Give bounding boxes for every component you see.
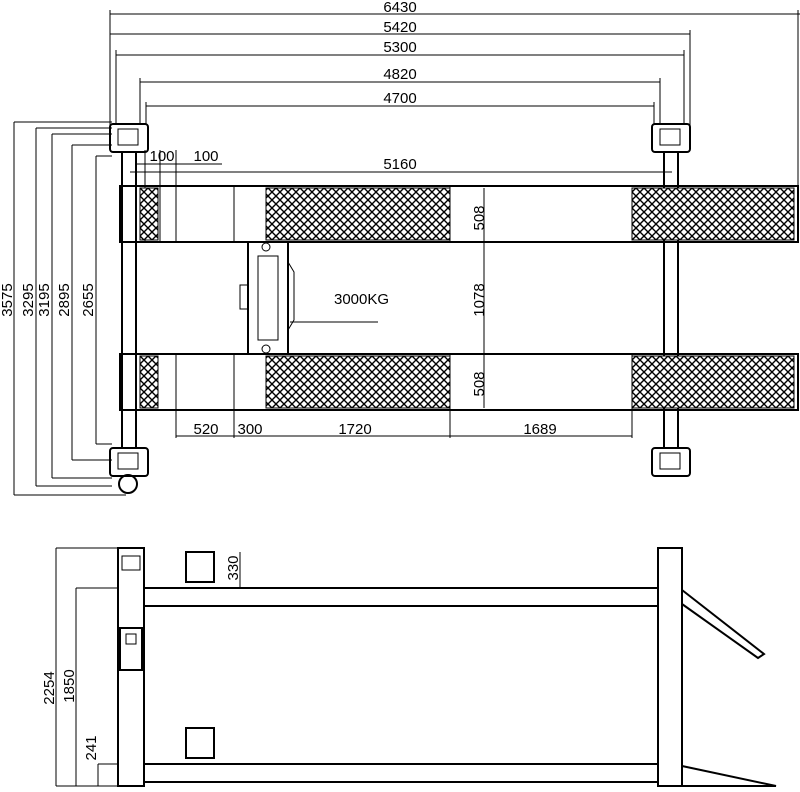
dim-330: 330 (225, 555, 242, 580)
left-dimension-lines (13, 121, 126, 496)
dim-5160: 5160 (383, 156, 416, 173)
load-capacity-label: 3000KG (334, 291, 389, 308)
cross-beams (121, 151, 679, 449)
dim-4700: 4700 (383, 90, 416, 107)
runway-bottom (119, 353, 799, 438)
dim-1850: 1850 (61, 669, 78, 702)
dim-1720: 1720 (338, 421, 371, 438)
side-view: 330 2254 1850 241 (41, 547, 777, 787)
dim-520: 520 (193, 421, 218, 438)
dim-6430: 6430 (383, 0, 416, 16)
dim-2895: 2895 (56, 283, 73, 316)
dim-4820: 4820 (383, 66, 416, 83)
ramp (681, 589, 777, 787)
lower-platform (144, 727, 658, 783)
upper-platform (144, 551, 658, 607)
dim-2655: 2655 (80, 283, 97, 316)
dim-5420: 5420 (383, 19, 416, 36)
dim-100-a: 100 (149, 148, 174, 165)
dim-508-top: 508 (471, 205, 488, 230)
dim-3195: 3195 (36, 283, 53, 316)
jack-unit (239, 241, 378, 355)
dim-1689: 1689 (523, 421, 556, 438)
dim-1078: 1078 (471, 283, 488, 316)
dim-241: 241 (83, 735, 100, 760)
side-dimension-lines (55, 547, 241, 787)
dim-3575: 3575 (0, 283, 16, 316)
top-view: 6430 5420 5300 4820 4700 5160 100 100 35… (0, 0, 800, 496)
dim-3295: 3295 (20, 283, 37, 316)
dim-508-bottom: 508 (471, 371, 488, 396)
dim-2254: 2254 (41, 671, 58, 704)
dim-100-b: 100 (193, 148, 218, 165)
inner-dimension-lines (176, 188, 632, 437)
dim-300: 300 (237, 421, 262, 438)
runway-top (119, 185, 799, 243)
dim-5300: 5300 (383, 39, 416, 56)
